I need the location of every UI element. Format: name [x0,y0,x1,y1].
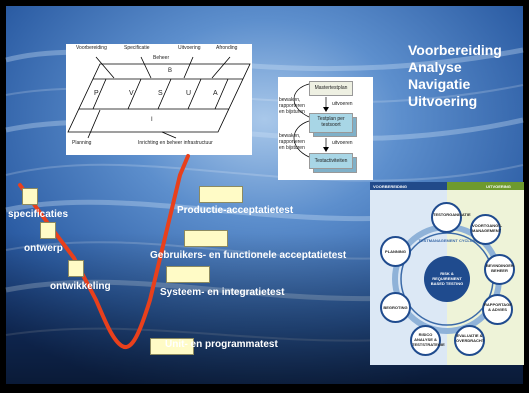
wheel-header-right-bar [447,182,524,190]
acceptatietest-box [184,230,228,247]
testplan-arrow-label-2: uitvoeren [332,140,353,146]
pvsua-label-afronding: Afronding [216,45,238,51]
testplan-box-testactiviteiten: Testactiviteiten [309,153,353,169]
wheel-node-rapportage: RAPPORTAGE & ADVIES [482,294,513,325]
specificaties-box [22,188,38,205]
pvsua-label-beheer: Beheer [153,55,170,61]
heading-uitvoering: Uitvoering [408,93,478,109]
wheel-node-bevindingenbeheer: BEVINDINGEN BEHEER [484,254,515,285]
testplan-feedback-label-2: bewaken, rapporteren en bijsturen [279,133,305,151]
wheel-node-voortgangsmanagement: VOORTGANGS- MANAGEMENT [470,214,502,245]
wheel-header-left-bar [370,182,447,190]
systeemtest-box [166,266,210,283]
label-gebruikers-acceptatietest: Gebruikers- en functionele acceptatietes… [150,250,347,261]
label-ontwerp: ontwerp [24,243,63,254]
wheel-node-risicoanalyse: RISICO ANALYSE & TESTSTRATEGIE [410,325,445,356]
label-ontwikkeling: ontwikkeling [50,281,111,292]
productie-acceptatietest-box [199,186,243,203]
wheel-node-planning: PLANNING [380,236,411,267]
wheel-header-left: VOORBEREIDING [373,184,408,189]
pvsua-phase-v: V [129,90,134,97]
label-unit-programmatest: Unit- en programmatest [165,339,278,350]
label-productie-acceptatietest: Productie-acceptatietest [177,205,294,216]
pvsua-band-b: B [168,68,173,74]
label-specificaties: specificaties [8,209,69,220]
heading-voorbereiding: Voorbereiding [408,42,502,58]
pvsua-label-voorbereiding: Voorbereiding [76,45,107,51]
wheel-center: RISK & REQUIREMENT BASED TESTING [430,271,464,286]
testplan-feedback-label-1: bewaken, rapporteren en bijsturen [279,97,305,115]
testplan-lines [293,83,329,158]
label-systeem-integratietest: Systeem- en integratietest [160,287,285,298]
unittest-box [150,338,194,355]
ontwerp-box [40,222,56,239]
pvsua-band-i: I [151,117,153,123]
heading-navigatie: Navigatie [408,76,471,92]
pvsua-label-planning: Planning [72,140,92,146]
pvsua-label-specificatie: Specificatie [124,45,150,51]
testplan-diagram: Mastertestplan Testplan per testsoort Te… [278,77,373,180]
testplan-arrow-label-1: uitvoeren [332,101,353,107]
pvsua-phase-p: P [94,90,99,97]
testplan-box-testsoort: Testplan per testsoort [309,113,353,133]
wheel-node-testorganisatie: TESTORGANISATIE [431,202,471,233]
testplan-box-mastertestplan: Mastertestplan [309,81,353,96]
wheel-ring-label: TESTMANAGEMENT CYCLUS [418,238,476,243]
pvsua-lines [67,56,251,139]
wheel-node-begroting: BEGROTING [380,292,411,323]
wheel-node-evaluatie: EVALUATIE & OVERDRACHT [454,325,485,356]
pvsua-label-infrastructuur: Inrichting en beheer infrastructuur [138,140,213,146]
pvsua-phase-a: A [213,90,218,97]
heading-analyse: Analyse [408,59,462,75]
pvsua-phase-s: S [158,90,163,97]
pvsua-label-uitvoering: Uitvoering [178,45,201,51]
testmanagement-wheel: VOORBEREIDING UITVOERING RISK & REQUIREM… [370,182,524,365]
ontwikkeling-box [68,260,84,277]
pvsua-phase-u: U [186,90,192,97]
wheel-header-right: UITVOERING [486,184,511,189]
pvsua-diagram: Voorbereiding Specificatie Uitvoering Af… [66,44,252,155]
